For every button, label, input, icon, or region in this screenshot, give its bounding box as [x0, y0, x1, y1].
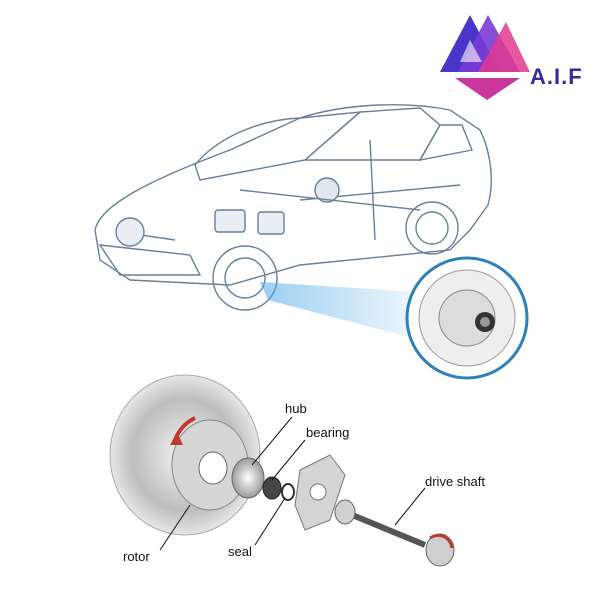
brand-logo [440, 15, 530, 100]
rear-wheel [405, 201, 459, 255]
car-body [94, 104, 492, 286]
hub-leader [251, 416, 293, 466]
rotor-label: rotor [123, 549, 150, 564]
rotor-leader [159, 504, 191, 551]
front-wheel [212, 245, 278, 311]
logo-right-facet [478, 22, 530, 72]
rotor-arrow-head [170, 432, 183, 445]
zoom-beam [260, 282, 420, 340]
logo-inner-facet [460, 40, 482, 62]
transmission [257, 211, 285, 235]
bearing-leader [271, 439, 306, 481]
hub-label: hub [285, 401, 307, 416]
front-wheel-hub [224, 257, 266, 299]
logo-bottom-facet [455, 78, 520, 100]
zoom-detail [405, 256, 529, 380]
car-illustration [94, 104, 492, 311]
hub-part [231, 457, 265, 499]
rotor-center-hole [198, 451, 228, 485]
car-door-seam [369, 139, 376, 241]
rear-wheel-hub [415, 211, 449, 245]
rear-suspension-part [314, 177, 340, 203]
drive-shaft-part [343, 509, 427, 548]
inner-cv-joint [334, 499, 356, 525]
bearing-part [262, 476, 282, 500]
car-rear-window [418, 124, 473, 161]
zoom-hub [438, 289, 496, 347]
zoom-bearing-inner [480, 317, 490, 327]
drive-shaft-leader [394, 487, 426, 526]
knuckle-bore [309, 483, 327, 501]
car-front-bumper [98, 244, 202, 276]
shaft-rotation-arrow [429, 533, 454, 549]
logo-text: A.I.F [530, 64, 583, 89]
hub-assembly [109, 374, 455, 567]
bearing-label: bearing [306, 425, 350, 440]
engine-block [214, 209, 246, 233]
car-front-window [303, 107, 441, 161]
seal-leader [254, 497, 286, 546]
drive-line [239, 189, 421, 211]
outer-cv-joint [425, 533, 455, 567]
seal-label: seal [228, 544, 252, 559]
drive-shaft-label: drive shaft [425, 474, 485, 489]
seal-part [281, 483, 295, 501]
front-brake-disc [115, 217, 145, 247]
leader-lines [159, 416, 426, 551]
